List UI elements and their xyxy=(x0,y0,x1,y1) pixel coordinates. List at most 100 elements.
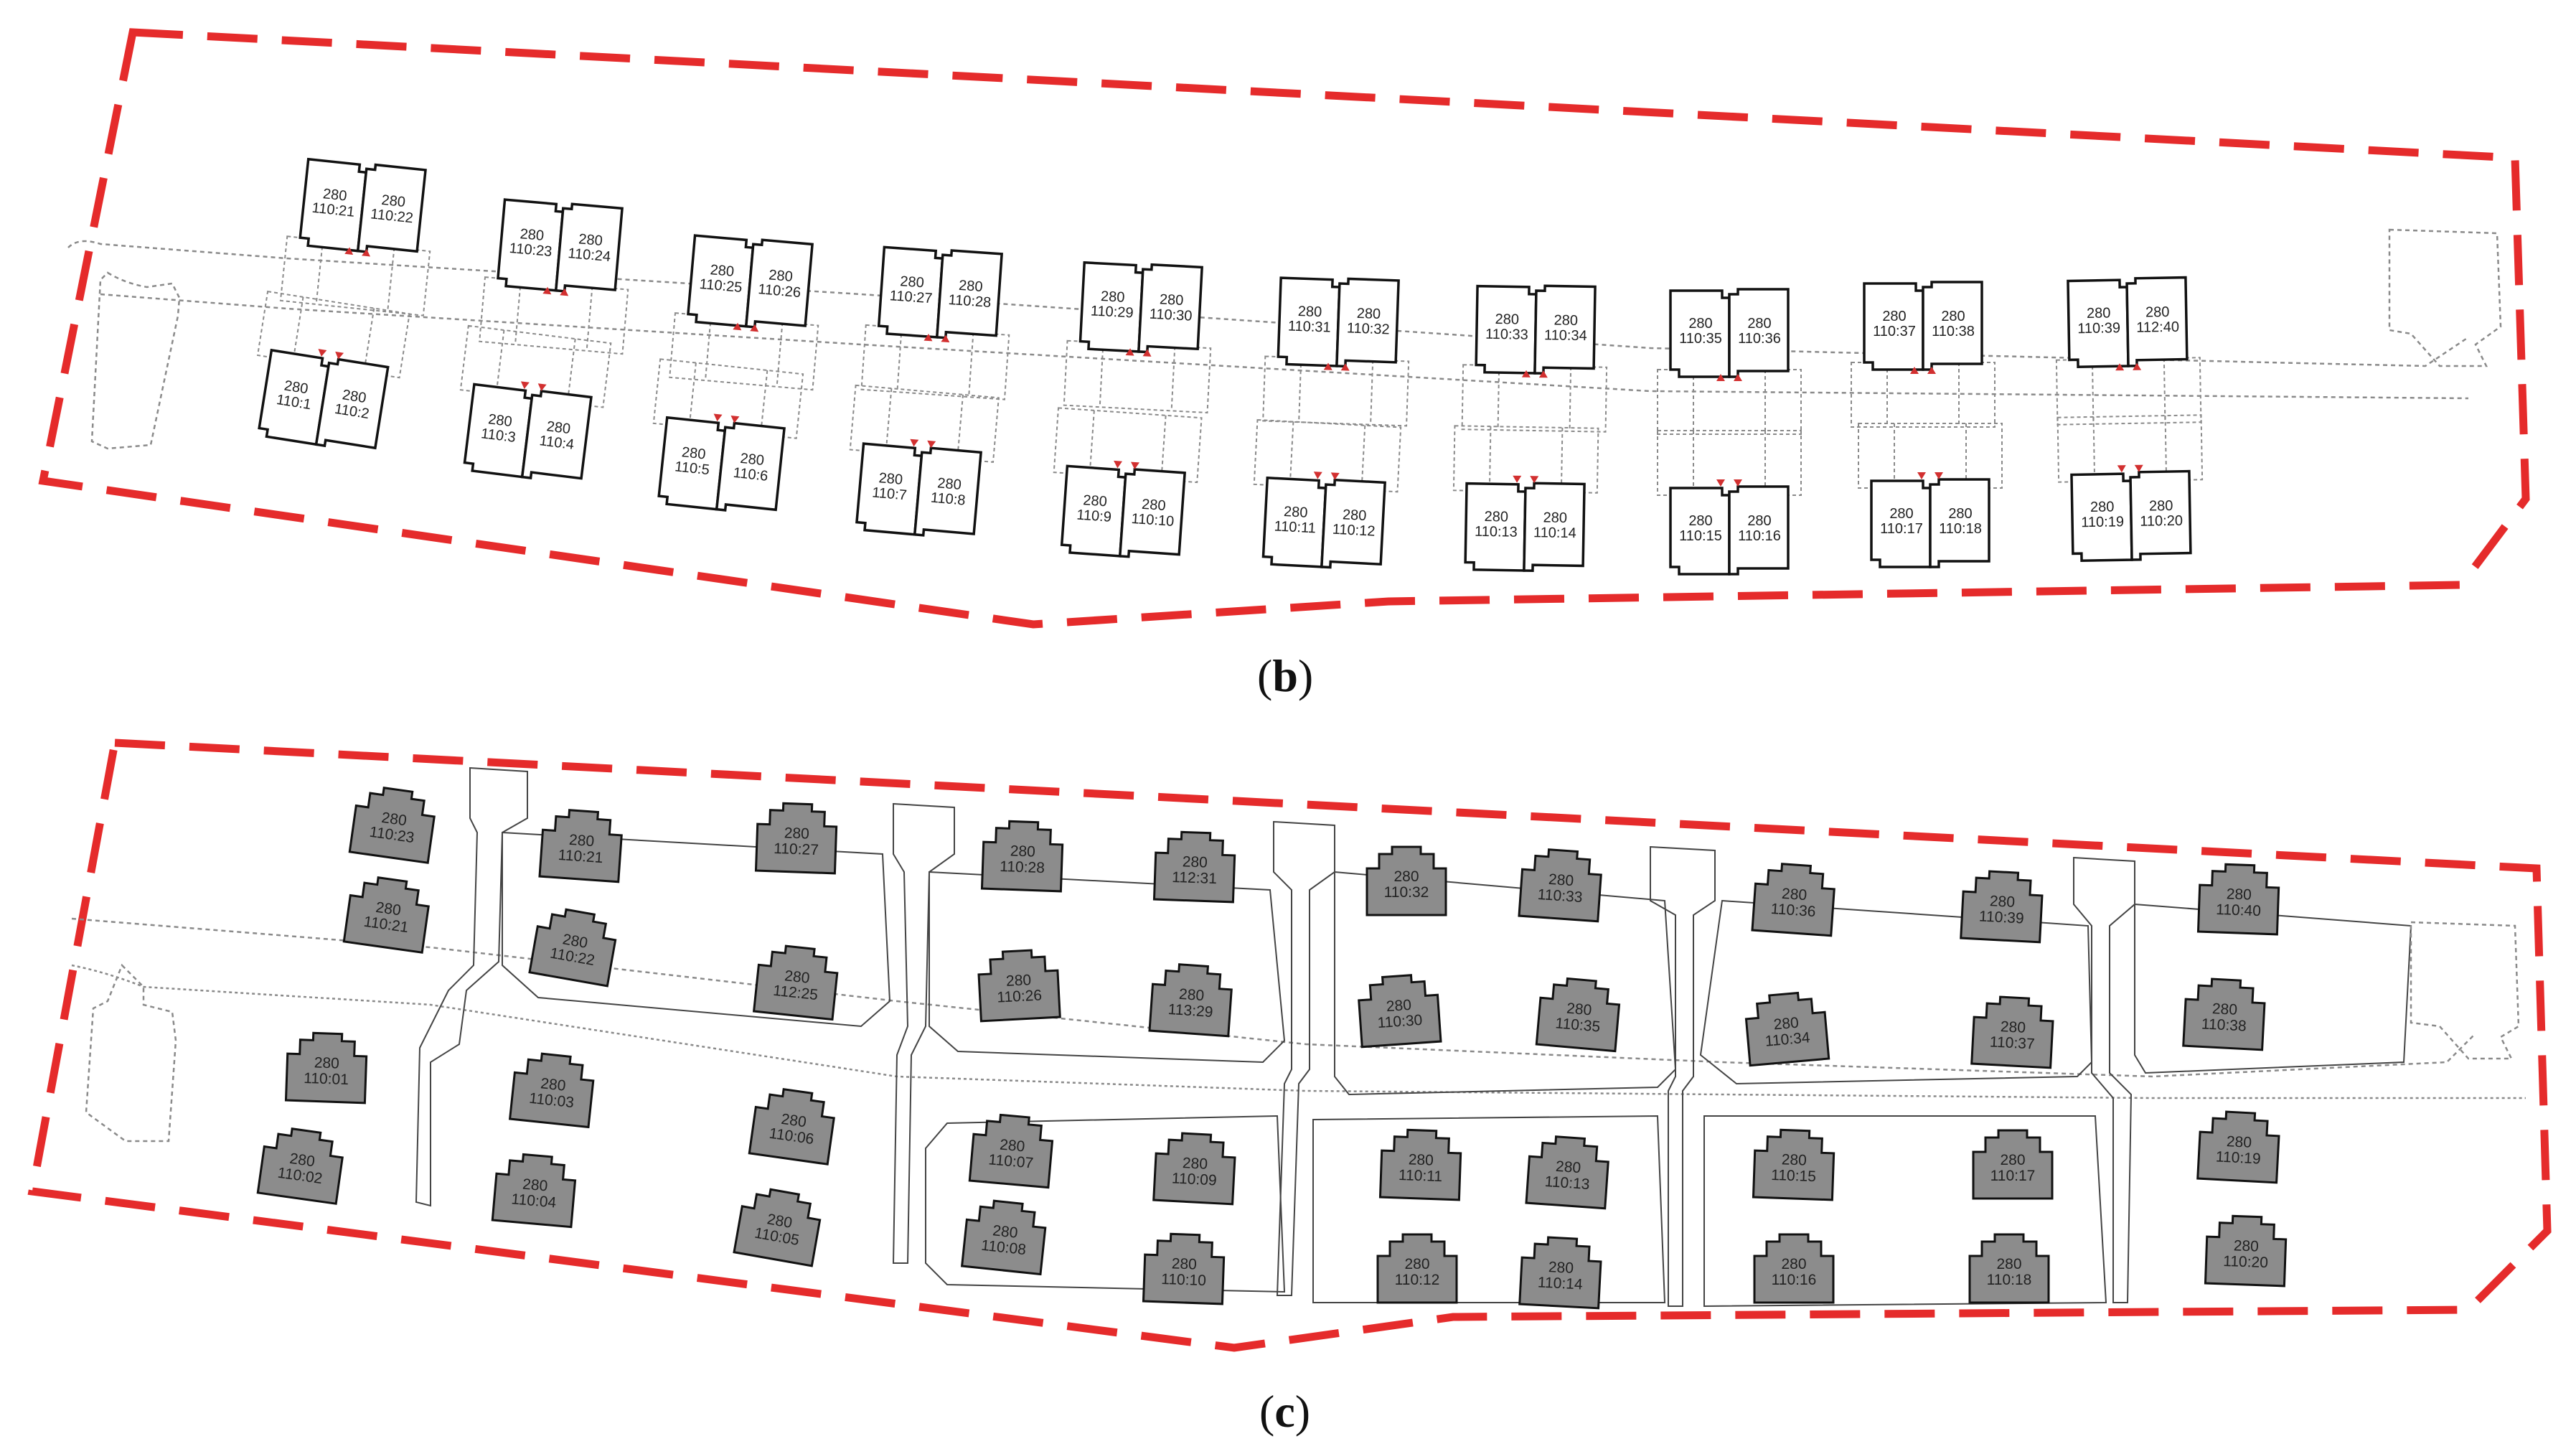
parking-divider xyxy=(1370,360,1374,425)
entry-arrow-icon xyxy=(750,324,759,332)
unit-right-outline xyxy=(1728,485,1790,576)
entry-arrow-icon xyxy=(1716,374,1725,381)
unit-label: 280110:1 xyxy=(276,377,315,413)
unit-label: 280110:10 xyxy=(1131,496,1176,530)
panel-b-left-lot xyxy=(90,271,181,450)
parking-divider xyxy=(292,296,304,361)
unit-label: 280110:25 xyxy=(699,261,744,296)
panel-c-right-lot xyxy=(2410,921,2520,1060)
unit-right-outline xyxy=(744,238,814,329)
unit-right-outline xyxy=(2125,276,2189,367)
entry-arrow-icon xyxy=(1313,472,1322,479)
unit-right-outline xyxy=(1118,468,1186,558)
parking-divider xyxy=(688,362,697,428)
building-footprint xyxy=(960,1199,1047,1276)
parking-divider xyxy=(896,327,903,393)
unit-label: 280110:26 xyxy=(758,266,803,301)
entry-arrow-icon xyxy=(1734,374,1742,381)
building-label: 280110:34 xyxy=(1763,1013,1811,1049)
parking-divider xyxy=(1089,410,1095,475)
entry-arrow-icon xyxy=(1521,370,1531,378)
parking-divider xyxy=(363,308,375,372)
entry-arrow-icon xyxy=(520,381,530,389)
building-label: 280110:11 xyxy=(1399,1151,1444,1185)
entry-arrow-icon xyxy=(1935,472,1943,479)
unit-label: 280110:7 xyxy=(871,469,908,503)
parking-divider xyxy=(387,247,395,312)
unit-right-outline xyxy=(1533,284,1597,375)
building-label: 280110:14 xyxy=(1537,1258,1584,1293)
panel-b-right-lot xyxy=(2388,228,2502,367)
building-footprint xyxy=(508,1052,595,1129)
parking-divider xyxy=(495,329,505,395)
parking-area xyxy=(1461,364,1608,433)
entry-arrow-icon xyxy=(335,351,344,360)
building-footprint xyxy=(980,820,1064,893)
building-label: 280110:13 xyxy=(1544,1158,1592,1193)
building-label: 280110:08 xyxy=(980,1221,1028,1258)
gray-building: 280113:29 xyxy=(1148,963,1233,1038)
building-footprint xyxy=(284,1031,368,1105)
building-footprint xyxy=(752,944,839,1021)
gray-building: 280110:39 xyxy=(1960,870,2044,944)
unit-label: 280110:30 xyxy=(1149,291,1193,324)
panel-c-block-outline-3 xyxy=(1334,871,1677,1096)
building-label: 280110:15 xyxy=(1771,1151,1817,1185)
building-footprint xyxy=(1142,1232,1226,1305)
building-footprint xyxy=(1152,1132,1236,1206)
entry-arrow-icon xyxy=(713,413,723,422)
panel-c-road-lower-edge xyxy=(71,964,2526,1099)
unit-right-outline xyxy=(356,163,427,253)
unit-label: 280110:8 xyxy=(930,475,967,509)
duplex-unit: 280110:25 280110:26 xyxy=(669,234,819,391)
gray-building: 280110:36 xyxy=(1751,863,1835,937)
gray-building: 280112:31 xyxy=(1152,830,1236,904)
entry-arrow-icon xyxy=(2115,363,2125,371)
panel-c-cross-street-5 xyxy=(2073,856,2135,1303)
gray-building: 280110:06 xyxy=(748,1088,835,1166)
panel-b-road-upper-edge xyxy=(67,240,2469,367)
building-label: 280110:21 xyxy=(362,898,411,936)
panel-c-block-outline-8 xyxy=(1703,1115,2107,1308)
unit-right-outline xyxy=(913,446,982,537)
entry-arrow-icon xyxy=(1131,461,1139,469)
unit-right-outline xyxy=(1922,281,1983,371)
parking-divider xyxy=(968,332,974,398)
entry-arrow-icon xyxy=(344,247,354,255)
building-footprint xyxy=(538,809,623,883)
building-footprint xyxy=(733,1188,822,1267)
building-footprint xyxy=(1744,991,1830,1067)
unit-right-outline xyxy=(1523,482,1586,572)
building-footprint xyxy=(1535,977,1621,1053)
entry-arrow-icon xyxy=(1734,479,1742,487)
entry-arrow-icon xyxy=(927,440,936,449)
gray-building: 280110:22 xyxy=(528,908,617,988)
building-label: 280110:26 xyxy=(996,971,1043,1005)
gray-building: 280110:10 xyxy=(1142,1232,1226,1305)
unit-label: 280110:19 xyxy=(2081,499,2124,530)
building-footprint xyxy=(2196,863,2280,936)
building-footprint xyxy=(1525,1135,1609,1210)
parking-divider xyxy=(1360,425,1366,490)
building-footprint xyxy=(342,876,430,954)
panel-c-block-outline-1 xyxy=(502,831,891,1028)
gray-building: 280110:34 xyxy=(1744,991,1830,1067)
building-label: 280110:30 xyxy=(1376,996,1423,1031)
gray-building: 280110:20 xyxy=(2204,1214,2288,1288)
